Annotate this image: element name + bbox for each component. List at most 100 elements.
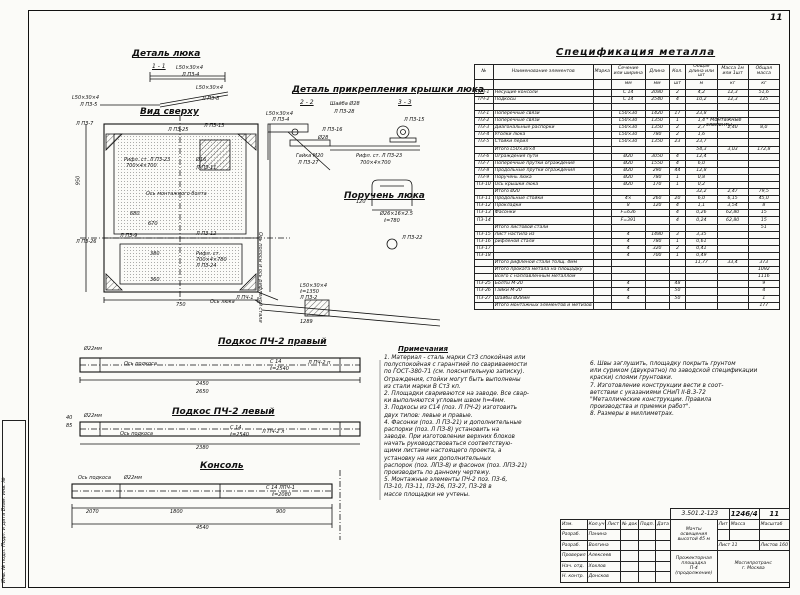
spec-cell: 15 <box>747 209 781 218</box>
spec-cell: Ось крышки люка <box>492 180 594 190</box>
note-line: 4. Фасонки (поз. Л ПЗ-21) и дополнительн… <box>384 419 522 426</box>
label-pz7: Л ПЗ-7 <box>76 121 94 127</box>
spec-cell: 4 <box>610 251 646 261</box>
spec-cell <box>644 287 670 296</box>
spec-cell <box>610 188 646 197</box>
spec-unit-cell: м <box>685 78 718 90</box>
spec-cell <box>592 138 612 147</box>
stamp-name: Хохлов <box>586 560 622 572</box>
spec-unit-cell <box>592 78 612 90</box>
spec-cell <box>592 294 612 303</box>
spec-cell: Итого проката метала на площадку <box>492 266 594 275</box>
spec-cell: 1550 <box>644 159 670 168</box>
spec-cell <box>492 244 594 253</box>
spec-cell: 8 <box>610 202 646 211</box>
spec-cell: 4 <box>668 95 687 104</box>
spec-cell: Ø20 <box>610 152 646 161</box>
spec-cell <box>716 266 749 275</box>
spec-cell: Ø20 <box>610 166 646 175</box>
label-hand-size: Ø26×16×2.5 <box>380 211 413 217</box>
stamp-col-h: Дата <box>655 518 671 530</box>
spec-cell: 1420 <box>644 110 670 119</box>
label-pch2b: Л ПЧ-2 п <box>308 360 331 366</box>
dim-40: 40 <box>66 415 73 421</box>
spec-cell <box>592 173 612 183</box>
stamp-mass-h: Масса <box>728 518 760 530</box>
spec-cell <box>592 259 612 268</box>
spec-cell <box>474 301 494 310</box>
spec-cell: ПЗ-16 <box>474 237 494 246</box>
spec-cell: 780 <box>644 173 670 183</box>
stamp-role: Проверил <box>560 550 588 562</box>
note-line: производить по данному чертежу. <box>384 470 491 476</box>
dim-1289: 1289 <box>300 319 313 325</box>
spec-unit-cell: шт <box>668 78 687 90</box>
spec-cell <box>644 223 670 232</box>
label-pz13: Л ПЗ-13 <box>204 123 225 129</box>
title-detail-hatch: Деталь люка <box>132 49 201 59</box>
spec-cell: ПЗ-10 <box>474 180 494 190</box>
spec-cell <box>610 102 646 112</box>
stamp-obj3: Прожекторная площадка <box>675 556 712 567</box>
spec-cell: 4 <box>610 237 646 246</box>
spec-cell: 3,03 <box>716 145 749 154</box>
spec-cell: 2 <box>668 124 687 133</box>
label-rifl2: Рифл. ст. <box>196 251 221 257</box>
spec-cell: Ø20 <box>610 159 646 168</box>
note-line: распорки (поз. Л ПЗ-8) установить на <box>384 426 500 433</box>
label-axis-stringer2: Ось подкоса <box>120 431 153 437</box>
spec-cell <box>592 117 612 126</box>
spec-cell <box>716 173 749 183</box>
title-section-3: 3 - 3 <box>398 99 412 106</box>
spec-cell: Итого Ø20 <box>492 188 594 197</box>
spec-cell <box>716 102 749 112</box>
spec-cell: 2 <box>668 244 687 253</box>
label-d-bolt4: Ø22мм <box>84 413 102 419</box>
label-l50: L50×30×4 <box>300 283 328 289</box>
spec-cell <box>474 223 494 232</box>
spec-cell <box>474 259 494 268</box>
note-line: 6. Швы заглушить, площадку покрыть грунт… <box>590 361 736 367</box>
spec-cell: ПЗ-4 <box>474 131 494 140</box>
label-l4-mark: Л ПЗ-4 <box>272 117 290 123</box>
spec-cell <box>747 138 781 147</box>
spec-cell <box>716 237 749 246</box>
spec-cell: 54,3 <box>685 145 718 154</box>
spec-cell <box>592 273 612 282</box>
label-rifl2-size: 700×4×780 <box>196 257 227 263</box>
spec-cell <box>592 166 612 175</box>
spec-cell: 4 <box>668 152 687 161</box>
stamp-sheets-label: Листов 160 <box>758 539 791 551</box>
label-d-bolt3: Ø22мм <box>84 346 102 352</box>
spec-cell: ПЗ-17 <box>474 244 494 253</box>
spec-cell <box>592 266 612 275</box>
stamp-name: Волгина <box>586 539 622 551</box>
spec-cell <box>668 102 687 112</box>
spec-cell: Итого рифленой стали толщ. 4мм <box>492 259 594 268</box>
spec-cell: 1 <box>668 180 687 190</box>
label-axis-stringer: Ось подкоса <box>124 361 157 367</box>
label-c14b: С 14 <box>230 425 242 431</box>
stamp-org1: Мосгипротранс <box>734 561 772 567</box>
label-pch2: Л ПЧ-2 л <box>262 429 285 435</box>
note-line: ветствии с указаниями СНиП II-В.3-72 <box>590 389 706 396</box>
spec-cell <box>644 294 670 303</box>
spec-cell: Ø20 <box>610 173 646 183</box>
note-line: краски) слоями грунтовки. <box>590 375 673 382</box>
spec-cell: 33,4 <box>716 259 749 268</box>
spec-cell: Продольные стойки <box>492 195 594 204</box>
spec-cell <box>592 131 612 140</box>
stamp-code: 3.501.2-123 <box>669 508 730 520</box>
label-bolt-axis: Ось монтажного болта <box>146 191 207 197</box>
spec-cell <box>610 223 646 232</box>
notes-left: 1. Материал - сталь марки Ст3 спокойная … <box>384 355 529 500</box>
spec-cell: 1,1 <box>685 202 718 211</box>
spec-cell <box>644 188 670 197</box>
spec-cell: С 14 <box>610 88 646 97</box>
spec-cell <box>747 251 781 261</box>
spec-cell: 373 <box>747 259 781 268</box>
